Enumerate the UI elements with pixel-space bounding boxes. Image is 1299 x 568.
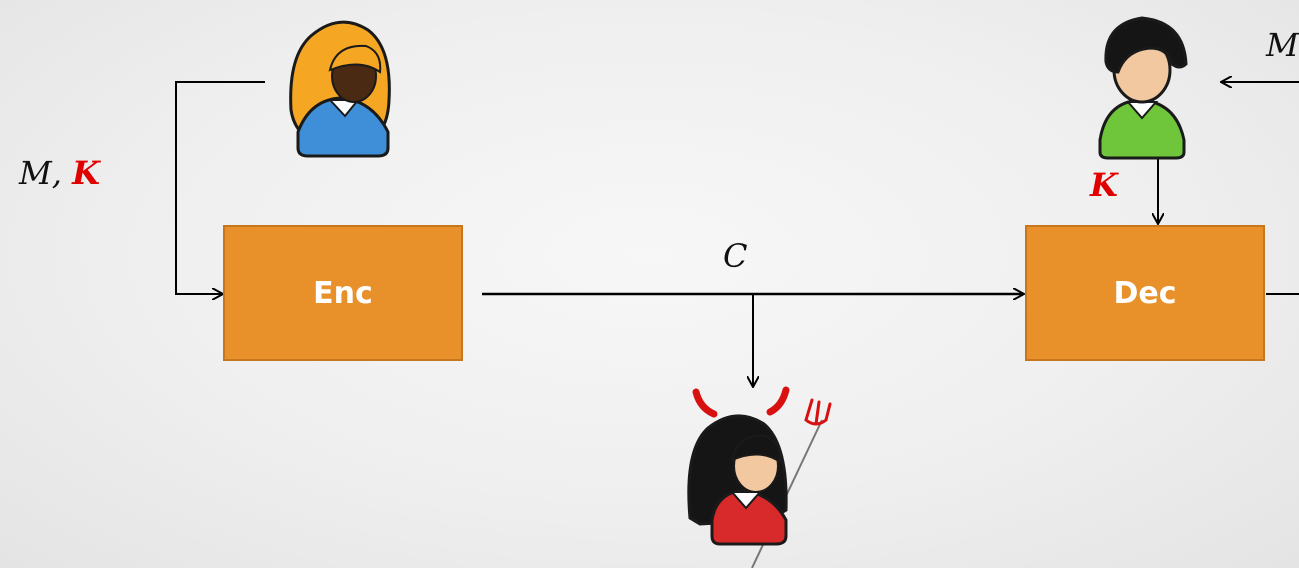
encryption-box-label: Enc <box>313 275 373 311</box>
decryption-box: Dec <box>1025 225 1265 361</box>
sender-message-symbol: M <box>19 154 52 192</box>
receiver-person-icon <box>1098 16 1188 160</box>
ciphertext-label: C <box>723 237 748 275</box>
sender-person-icon <box>289 20 391 158</box>
decryption-box-label: Dec <box>1113 275 1177 311</box>
encryption-box: Enc <box>223 225 463 361</box>
eavesdropper-devil-icon <box>687 386 832 568</box>
receiver-key-label: K <box>1090 166 1118 204</box>
sender-key-symbol: K <box>72 154 100 192</box>
sender-to-enc-arrow <box>175 81 265 294</box>
sender-input-label: M, K <box>19 157 100 189</box>
receiver-message-label: M <box>1266 26 1299 64</box>
sender-input-separator: , <box>51 154 62 192</box>
